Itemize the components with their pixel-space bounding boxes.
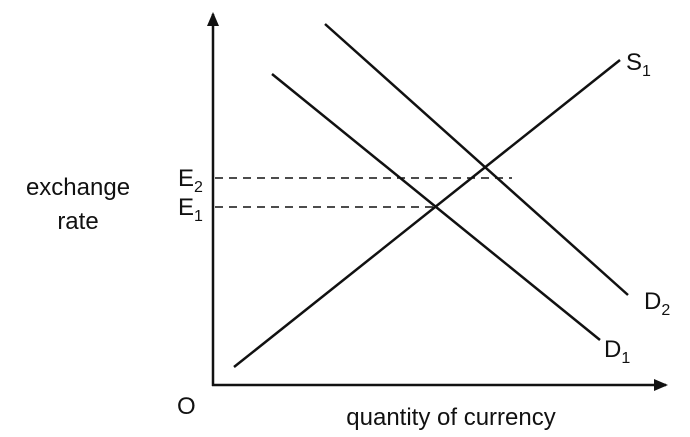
s1-label: S1 [626,49,651,80]
d2-label: D2 [644,288,670,319]
d1-label: D1 [604,336,630,367]
y-axis-label-line1: exchange [26,174,130,201]
demand-curve-d1 [271,73,601,341]
e1-label: E1 [178,194,203,225]
y-axis-label-line2: rate [57,208,98,235]
origin-label: O [177,393,196,420]
supply-curve-s1 [233,59,621,368]
demand-curve-d2 [324,23,629,296]
e2-label: E2 [178,165,203,196]
x-axis-label: quantity of currency [346,404,555,431]
